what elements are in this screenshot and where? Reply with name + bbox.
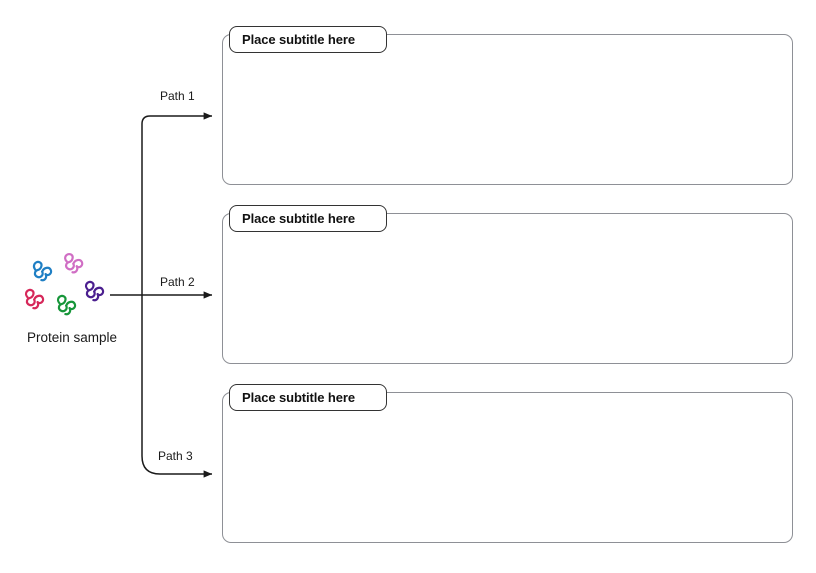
protein-purple-icon	[84, 280, 105, 302]
content-panel-2	[222, 213, 793, 364]
panel-subtitle-2[interactable]: Place subtitle here	[229, 205, 387, 232]
panel-body-1	[223, 35, 792, 184]
protein-blue-icon	[32, 260, 53, 282]
path-label-3: Path 3	[158, 449, 193, 463]
content-panel-1	[222, 34, 793, 185]
protein-sample-label: Protein sample	[26, 330, 118, 345]
path-label-1: Path 1	[160, 89, 195, 103]
protein-sample-node: Protein sample	[12, 248, 132, 358]
protein-crimson-icon	[24, 288, 45, 310]
connector-path-1	[141, 112, 213, 125]
panel-subtitle-3[interactable]: Place subtitle here	[229, 384, 387, 411]
panel-body-3	[223, 393, 792, 542]
path-label-2: Path 2	[160, 275, 195, 289]
protein-pink-icon	[64, 252, 84, 274]
protein-cluster-icon	[24, 252, 105, 316]
protein-green-icon	[56, 294, 77, 316]
panel-body-2	[223, 214, 792, 363]
panel-subtitle-1[interactable]: Place subtitle here	[229, 26, 387, 53]
content-panel-3	[222, 392, 793, 543]
